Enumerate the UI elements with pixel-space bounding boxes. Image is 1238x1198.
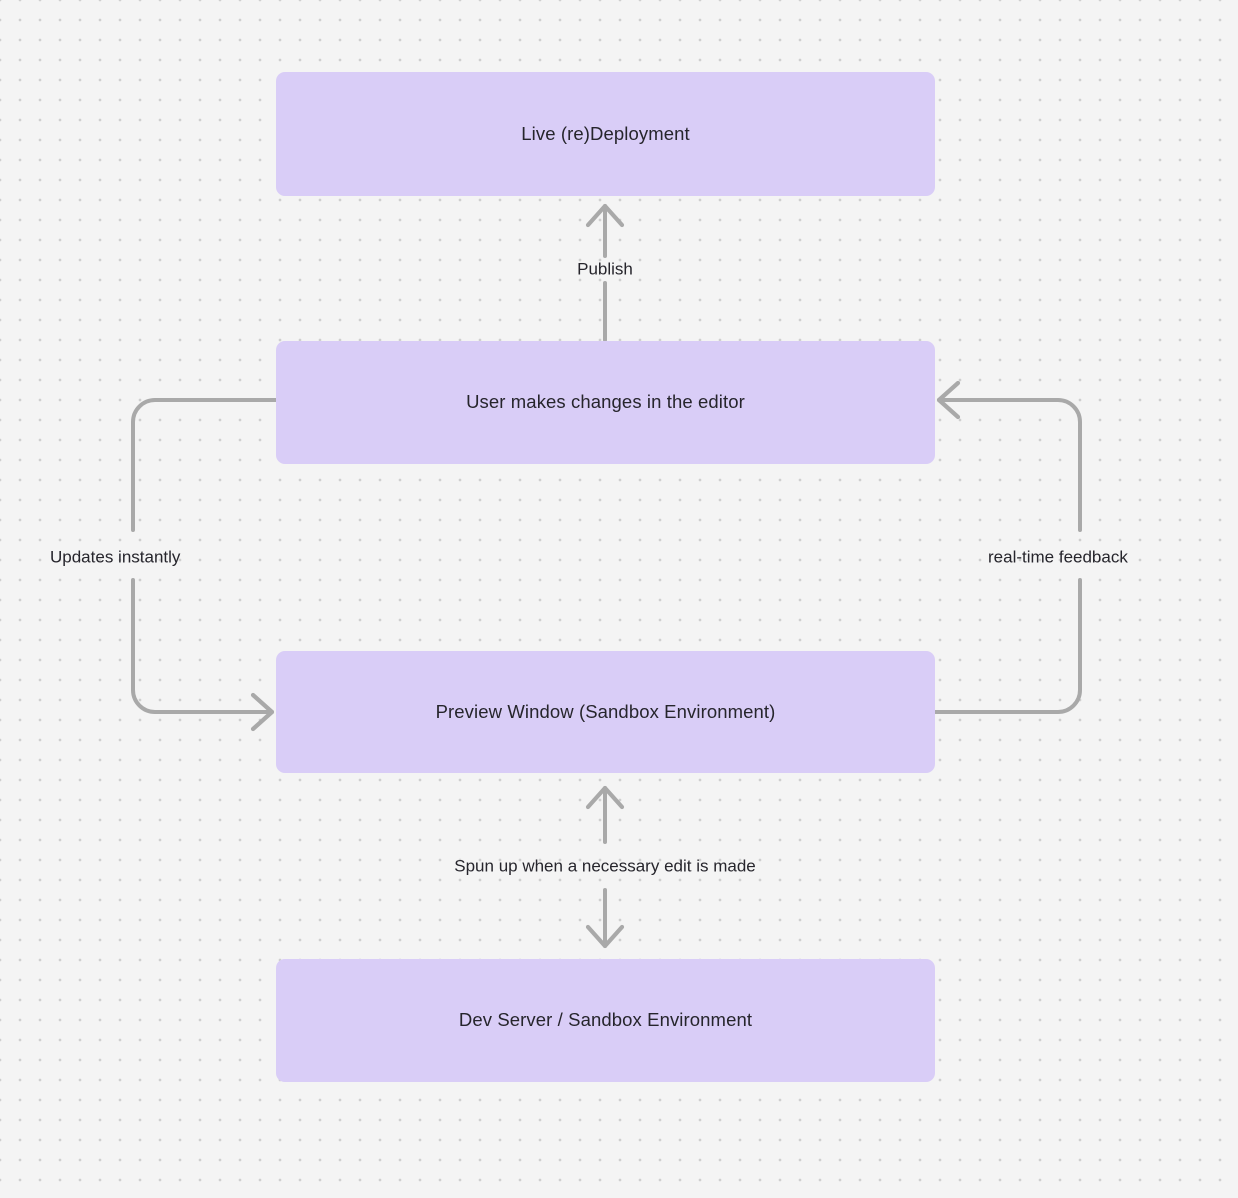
edge-updates-instantly-upper-segment: [131, 398, 278, 532]
edge-updates-instantly-arrowhead-right: [250, 692, 275, 732]
node-live-deployment[interactable]: Live (re)Deployment: [276, 72, 935, 196]
node-dev-server[interactable]: Dev Server / Sandbox Environment: [276, 959, 935, 1082]
node-user-editor[interactable]: User makes changes in the editor: [276, 341, 935, 464]
node-live-deployment-label: Live (re)Deployment: [521, 122, 690, 144]
edge-label-real-time-feedback: real-time feedback: [988, 547, 1128, 567]
edge-label-spun-up: Spun up when a necessary edit is made: [454, 856, 756, 876]
node-user-editor-label: User makes changes in the editor: [466, 391, 745, 413]
edge-spun-up-arrowhead-up: [585, 785, 625, 810]
node-preview-window-label: Preview Window (Sandbox Environment): [435, 700, 776, 722]
edge-publish-arrowhead-up: [585, 203, 625, 228]
edge-real-time-feedback-upper-segment: [937, 398, 1082, 532]
node-dev-server-label: Dev Server / Sandbox Environment: [458, 1009, 753, 1031]
edge-spun-up-arrowhead-down: [585, 924, 625, 949]
edge-label-publish: Publish: [577, 259, 633, 279]
edge-real-time-feedback-lower-segment: [933, 578, 1082, 714]
node-preview-window[interactable]: Preview Window (Sandbox Environment): [276, 651, 935, 773]
edge-updates-instantly-lower-segment: [131, 578, 274, 714]
edge-real-time-feedback-arrowhead-left: [936, 380, 961, 420]
edge-label-updates-instantly: Updates instantly: [50, 547, 181, 567]
